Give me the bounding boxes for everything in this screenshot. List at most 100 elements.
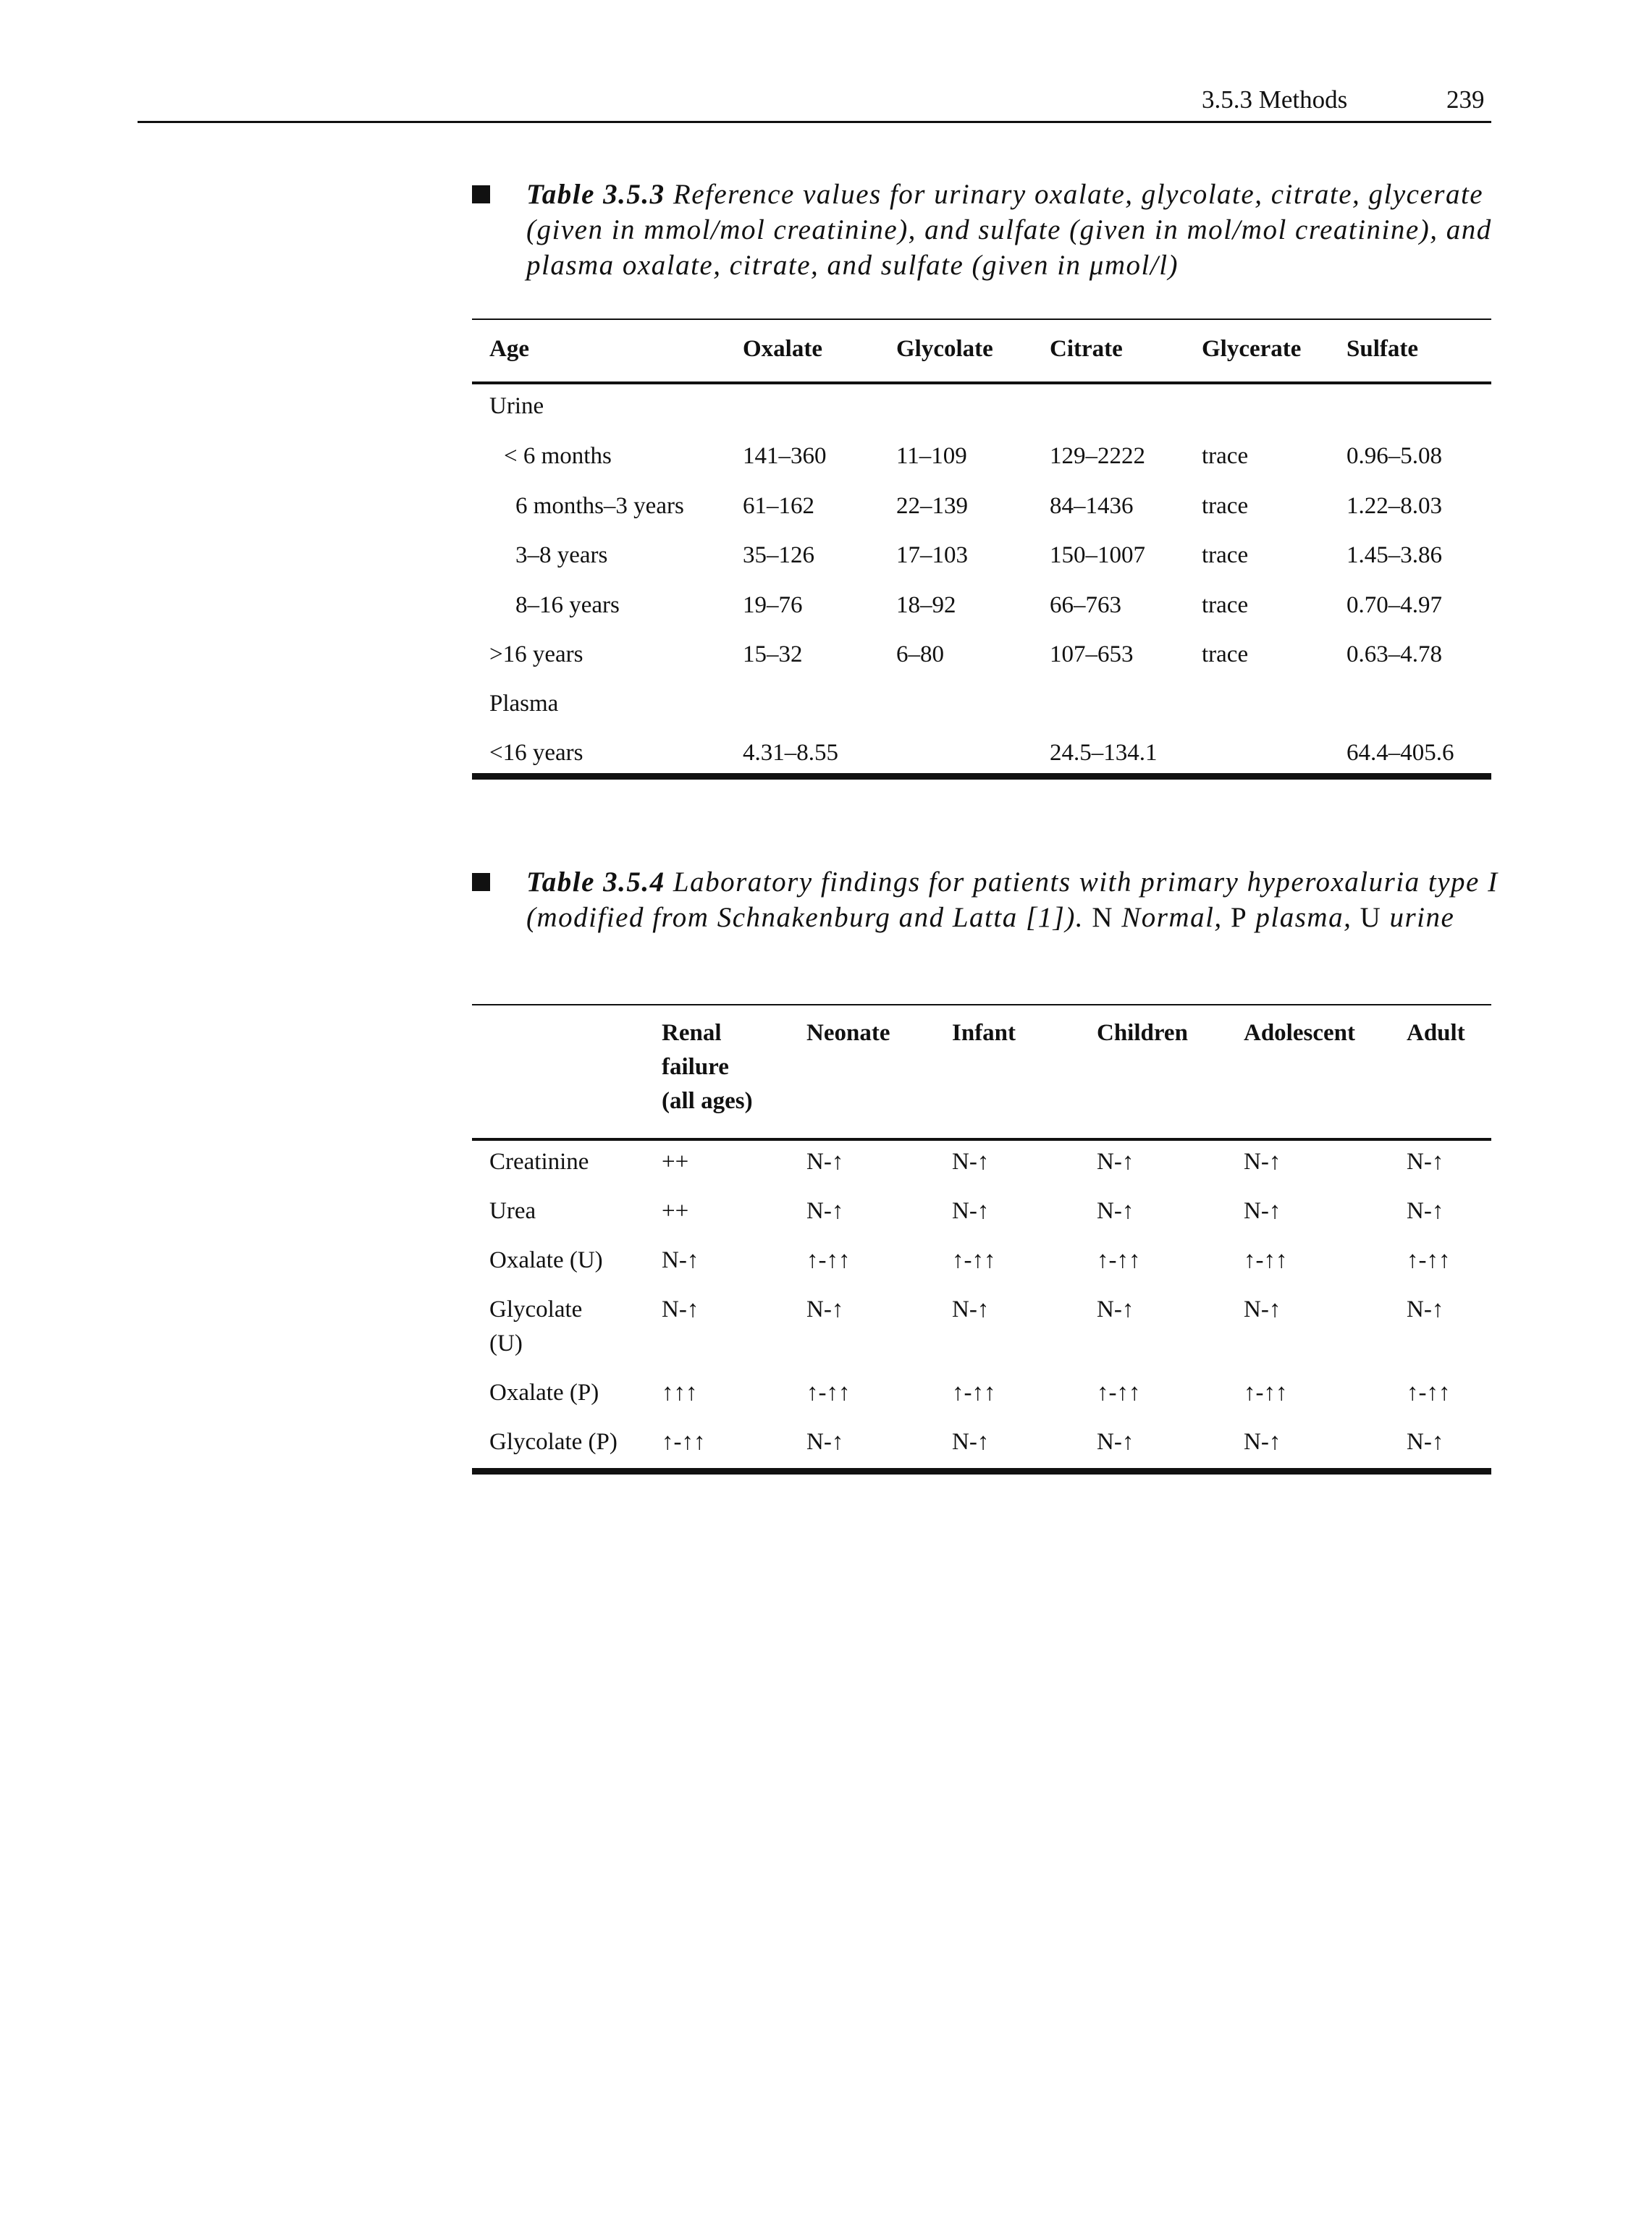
table2-caption-normal: Normal, bbox=[1121, 902, 1223, 933]
header-rule bbox=[138, 121, 1491, 123]
table1-cell: 15–32 bbox=[743, 641, 803, 667]
table1-header-rule bbox=[472, 381, 1491, 384]
table1-cell: trace bbox=[1202, 492, 1249, 519]
table2-cell: ↑-↑↑ bbox=[952, 1380, 996, 1406]
table1-row-label: 8–16 years bbox=[515, 591, 620, 618]
table1-cell: trace bbox=[1202, 542, 1249, 568]
table2-cell: N-↑ bbox=[662, 1296, 699, 1323]
table2-row-label: Oxalate (U) bbox=[489, 1247, 603, 1273]
table1-header-cell: Oxalate bbox=[743, 336, 822, 362]
table1-group-label: Plasma bbox=[489, 691, 559, 717]
table2-header-cell: failure bbox=[662, 1054, 729, 1080]
table1-bottom-rule bbox=[472, 773, 1491, 780]
table1-cell: 0.63–4.78 bbox=[1347, 641, 1442, 667]
table1-cell: trace bbox=[1202, 443, 1249, 469]
table1-cell: 6–80 bbox=[896, 641, 944, 667]
table2-cell: N-↑ bbox=[806, 1198, 844, 1224]
table2-cell: ↑↑↑ bbox=[662, 1380, 698, 1406]
table2-row-label: (U) bbox=[489, 1330, 523, 1357]
table2-label: Table 3.5.4 bbox=[526, 866, 665, 898]
table2-cell: N-↑ bbox=[952, 1198, 990, 1224]
table2-bottom-rule bbox=[472, 1468, 1491, 1475]
table2-cell: N-↑ bbox=[806, 1149, 844, 1175]
table1-header-cell: Glycolate bbox=[896, 336, 993, 362]
table2-cell: N-↑ bbox=[1097, 1198, 1134, 1224]
table1-cell: 84–1436 bbox=[1050, 492, 1134, 519]
table2-row-label: Creatinine bbox=[489, 1149, 589, 1175]
table1-group-label: Urine bbox=[489, 393, 544, 419]
table1-cell: 64.4–405.6 bbox=[1347, 740, 1454, 766]
table1-header-cell: Age bbox=[489, 336, 529, 362]
table1-cell: 107–653 bbox=[1050, 641, 1134, 667]
table2-caption-n: N bbox=[1092, 902, 1113, 933]
table2-cell: ++ bbox=[662, 1149, 689, 1175]
table1-header-cell: Glycerate bbox=[1202, 336, 1302, 362]
table1-cell: 17–103 bbox=[896, 542, 968, 568]
table2-header-cell: Neonate bbox=[806, 1020, 890, 1046]
table2-caption: Table 3.5.4 Laboratory findings for pati… bbox=[526, 864, 1525, 935]
table2-top-rule bbox=[472, 1004, 1491, 1005]
table2-marker-icon bbox=[472, 873, 490, 891]
table1-cell: 35–126 bbox=[743, 542, 814, 568]
table2-cell: N-↑ bbox=[1407, 1198, 1444, 1224]
table1-cell: 66–763 bbox=[1050, 591, 1121, 618]
table1-cell: 18–92 bbox=[896, 591, 956, 618]
table2-cell: ↑-↑↑ bbox=[1097, 1380, 1141, 1406]
table2-cell: ↑-↑↑ bbox=[806, 1247, 851, 1273]
table1-cell: 129–2222 bbox=[1050, 443, 1145, 469]
table1-header-cell: Sulfate bbox=[1347, 336, 1418, 362]
table2-cell: ↑-↑↑ bbox=[1407, 1380, 1451, 1406]
table2-cell: N-↑ bbox=[1097, 1429, 1134, 1455]
table1-cell: 61–162 bbox=[743, 492, 814, 519]
table1-label: Table 3.5.3 bbox=[526, 179, 665, 210]
table1-cell: 0.70–4.97 bbox=[1347, 591, 1442, 618]
table1-cell: 150–1007 bbox=[1050, 542, 1145, 568]
table2-cell: N-↑ bbox=[1407, 1429, 1444, 1455]
running-header-section: 3.5.3 Methods bbox=[1202, 85, 1348, 114]
table1-row-label: >16 years bbox=[489, 641, 583, 667]
page-number: 239 bbox=[1446, 85, 1485, 114]
table1-cell: 0.96–5.08 bbox=[1347, 443, 1442, 469]
table1-cell: trace bbox=[1202, 641, 1249, 667]
table1-top-rule bbox=[472, 319, 1491, 320]
table2-cell: N-↑ bbox=[1244, 1429, 1281, 1455]
table2-cell: ↑-↑↑ bbox=[952, 1247, 996, 1273]
table2-header-cell: Renal bbox=[662, 1020, 722, 1046]
table1-caption: Table 3.5.3 Reference values for urinary… bbox=[526, 177, 1525, 283]
table1-cell: trace bbox=[1202, 591, 1249, 618]
table2-cell: N-↑ bbox=[1244, 1296, 1281, 1323]
table2-cell: ↑-↑↑ bbox=[1407, 1247, 1451, 1273]
table2-cell: N-↑ bbox=[662, 1247, 699, 1273]
table1-row-label: 3–8 years bbox=[515, 542, 608, 568]
table2-caption-p: P bbox=[1230, 902, 1248, 933]
table2-row-label: Oxalate (P) bbox=[489, 1380, 599, 1406]
table2-cell: ↑-↑↑ bbox=[662, 1429, 706, 1455]
table1-cell: 4.31–8.55 bbox=[743, 740, 838, 766]
table2-header-cell: (all ages) bbox=[662, 1088, 753, 1114]
table2-header-cell: Adult bbox=[1407, 1020, 1465, 1046]
table1-cell: 1.45–3.86 bbox=[1347, 542, 1442, 568]
table2-cell: N-↑ bbox=[952, 1429, 990, 1455]
table1-cell: 141–360 bbox=[743, 443, 827, 469]
table1-cell: 22–139 bbox=[896, 492, 968, 519]
table2-cell: ↑-↑↑ bbox=[1244, 1380, 1288, 1406]
table2-cell: N-↑ bbox=[1407, 1149, 1444, 1175]
table2-cell: N-↑ bbox=[952, 1149, 990, 1175]
table2-header-rule bbox=[472, 1138, 1491, 1141]
table2-cell: N-↑ bbox=[1244, 1149, 1281, 1175]
table2-caption-text: Laboratory findings for patients with pr… bbox=[526, 866, 1499, 933]
table1-marker-icon bbox=[472, 185, 490, 203]
table1-row-label: <16 years bbox=[489, 740, 583, 766]
table1-caption-text: Reference values for urinary oxalate, gl… bbox=[526, 179, 1492, 281]
table2-row-label: Urea bbox=[489, 1198, 536, 1224]
table2-header-cell: Children bbox=[1097, 1020, 1188, 1046]
table2-caption-u: U bbox=[1360, 902, 1382, 933]
table2-cell: N-↑ bbox=[952, 1296, 990, 1323]
table2-cell: N-↑ bbox=[806, 1429, 844, 1455]
table2-cell: ↑-↑↑ bbox=[806, 1380, 851, 1406]
table1-row-label: < 6 months bbox=[504, 443, 612, 469]
table2-cell: ↑-↑↑ bbox=[1244, 1247, 1288, 1273]
table2-row-label: Glycolate bbox=[489, 1296, 583, 1323]
table1-cell: 19–76 bbox=[743, 591, 803, 618]
table2-cell: N-↑ bbox=[1407, 1296, 1444, 1323]
